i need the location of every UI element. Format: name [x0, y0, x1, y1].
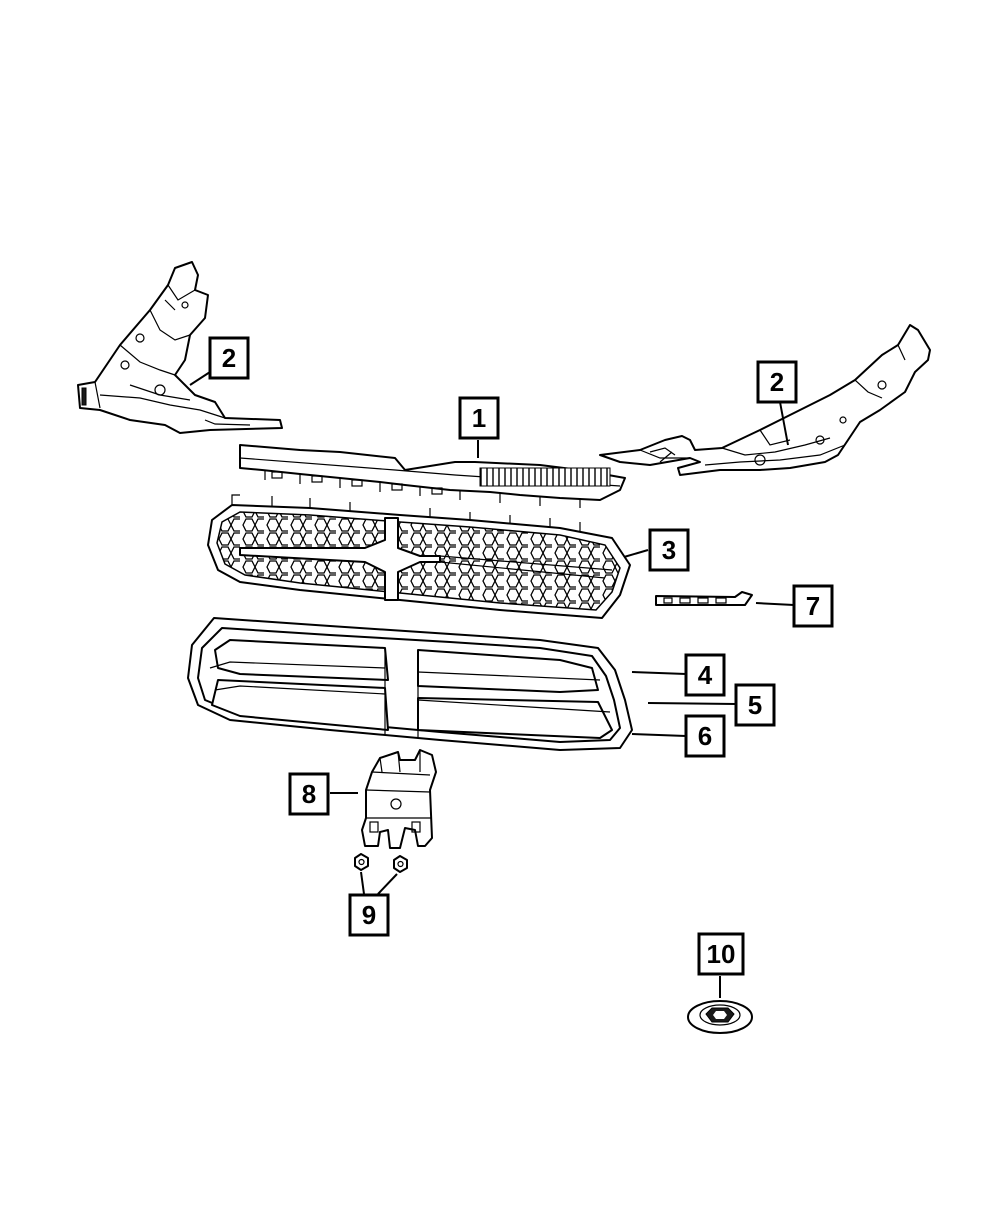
leader-9b [377, 873, 398, 895]
callout-1: 1 [458, 396, 500, 440]
callout-2-right-label: 2 [770, 367, 784, 397]
callout-5-label: 5 [748, 690, 762, 720]
callout-3-label: 3 [662, 535, 676, 565]
callout-7: 7 [792, 584, 834, 628]
right-air-deflector-part [599, 324, 931, 476]
callout-8-label: 8 [302, 779, 316, 809]
left-air-deflector-part [77, 261, 283, 434]
callout-6-label: 6 [698, 721, 712, 751]
honeycomb-grille-part [207, 494, 631, 619]
leader-4 [631, 671, 687, 675]
callout-1-label: 1 [472, 403, 486, 433]
callout-8: 8 [288, 772, 330, 816]
leader-2-left [189, 371, 211, 386]
callout-2-right: 2 [756, 360, 798, 404]
upper-grille-panel-part [239, 444, 626, 508]
callout-9-label: 9 [362, 900, 376, 930]
leader-3 [623, 549, 649, 558]
leader-6 [631, 733, 687, 737]
leader-lines [189, 371, 795, 998]
nameplate-badge-part [655, 591, 753, 606]
callout-9: 9 [348, 893, 390, 937]
nut-fasteners-part [354, 853, 408, 873]
callout-10-label: 10 [707, 939, 736, 969]
grille-bracket-part [361, 749, 437, 849]
callout-2-left: 2 [208, 336, 250, 380]
callout-4: 4 [684, 653, 726, 697]
grille-surround-bezel-part [187, 617, 633, 751]
callout-2-left-label: 2 [222, 343, 236, 373]
leader-7 [755, 602, 795, 606]
callout-4-label: 4 [698, 660, 713, 690]
callout-5: 5 [734, 683, 776, 727]
leader-5 [647, 702, 737, 705]
leader-2-right [779, 401, 789, 446]
leader-9a [360, 871, 365, 895]
callout-3: 3 [648, 528, 690, 572]
callout-10: 10 [697, 932, 745, 976]
callout-7-label: 7 [806, 591, 820, 621]
push-retainer-part [687, 1000, 753, 1034]
callout-6: 6 [684, 714, 726, 758]
